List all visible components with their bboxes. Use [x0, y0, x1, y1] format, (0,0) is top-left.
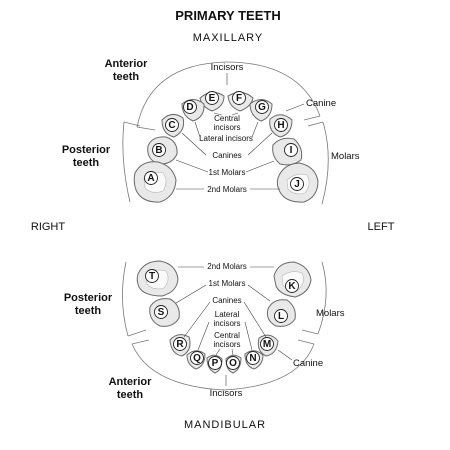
max-left-bracket [225, 61, 321, 117]
max-letter-I: I [284, 143, 298, 157]
svg-text:Q: Q [193, 353, 201, 364]
max-letter-G: G [255, 100, 269, 114]
svg-text:D: D [186, 102, 193, 113]
mand-right-bracket [223, 343, 315, 391]
svg-text:T: T [149, 271, 155, 282]
mand-letter-Q: Q [190, 351, 204, 365]
max-letter-J: J [290, 177, 304, 191]
mand-letter-T: T [145, 269, 159, 283]
svg-text:A: A [147, 173, 154, 184]
max-letter-E: E [205, 91, 219, 105]
right-side-label: RIGHT [31, 221, 66, 233]
mand-lateral-incisors-2: incisors [213, 319, 240, 328]
svg-text:L: L [278, 311, 284, 322]
max-letter-A: A [144, 171, 158, 185]
mand-molars-label: Molars [316, 308, 345, 319]
svg-text:J: J [294, 179, 300, 190]
diagram-title: PRIMARY TEETH [175, 8, 280, 23]
mand-central-incisors-1: Central [214, 331, 240, 340]
svg-text:O: O [229, 358, 237, 369]
mand-second-molars-label: 2nd Molars [207, 262, 247, 271]
svg-text:S: S [158, 307, 165, 318]
mand-posterior-bracket [122, 261, 129, 337]
maxillary-arch: Anterior teeth Posterior teeth Canine Mo… [62, 58, 360, 205]
mand-first-molars-label: 1st Molars [209, 279, 246, 288]
max-central-incisors-1: Central [214, 114, 240, 123]
svg-text:M: M [263, 339, 271, 350]
svg-text:N: N [249, 353, 256, 364]
svg-text:I: I [290, 145, 293, 156]
max-anterior-bracket [136, 61, 227, 128]
mand-canines-label: Canines [212, 296, 241, 305]
svg-text:F: F [236, 93, 242, 104]
svg-text:G: G [258, 102, 266, 113]
left-side-label: LEFT [368, 221, 395, 233]
max-incisors-label: Incisors [211, 62, 244, 73]
mand-anterior-label-2: teeth [117, 389, 144, 401]
max-letter-C: C [165, 118, 179, 132]
max-molars-label: Molars [331, 151, 360, 162]
max-posterior-bracket [122, 121, 131, 203]
max-anterior-label-1: Anterior [105, 58, 149, 70]
mand-molars-bracket [317, 261, 327, 335]
mand-canine-label: Canine [293, 358, 323, 369]
max-lateral-incisors: Lateral incisors [199, 134, 253, 143]
svg-text:R: R [176, 339, 184, 350]
mand-incisors-label: Incisors [210, 388, 243, 399]
mand-anterior-label-1: Anterior [109, 376, 153, 388]
max-posterior-label-2: teeth [73, 157, 100, 169]
max-letter-H: H [274, 118, 288, 132]
max-molars-bracket [321, 121, 329, 205]
mand-letter-M: M [260, 337, 274, 351]
mand-central-incisors-2: incisors [213, 340, 240, 349]
mand-posterior-label-2: teeth [75, 305, 102, 317]
max-canine-label: Canine [306, 98, 336, 109]
svg-text:E: E [209, 93, 216, 104]
svg-text:H: H [277, 120, 284, 131]
svg-text:P: P [212, 358, 219, 369]
mand-letter-K: K [285, 279, 299, 293]
mand-letter-R: R [173, 337, 187, 351]
max-canines-label: Canines [212, 151, 241, 160]
mandibular-arch: Posterior teeth Anterior teeth Molars Ca… [64, 260, 345, 401]
mand-posterior-label-1: Posterior [64, 292, 113, 304]
max-second-molars-label: 2nd Molars [207, 185, 247, 194]
max-central-incisors-2: incisors [213, 123, 240, 132]
maxillary-label: MAXILLARY [193, 32, 264, 44]
mandibular-label: MANDIBULAR [184, 419, 266, 431]
max-letter-F: F [232, 91, 246, 105]
mand-letter-S: S [154, 305, 168, 319]
mand-anterior-bracket [131, 343, 225, 391]
mand-letter-N: N [246, 351, 260, 365]
max-anterior-label-2: teeth [113, 71, 140, 83]
max-letter-D: D [183, 100, 197, 114]
mand-letter-L: L [274, 309, 288, 323]
max-first-molars-label: 1st Molars [209, 168, 246, 177]
svg-text:K: K [288, 281, 296, 292]
svg-text:B: B [155, 145, 162, 156]
mand-letter-O: O [226, 356, 240, 370]
mand-letter-P: P [208, 356, 222, 370]
max-posterior-label-1: Posterior [62, 144, 111, 156]
max-letter-B: B [152, 143, 166, 157]
mand-lateral-incisors-1: Lateral [215, 310, 240, 319]
svg-text:C: C [168, 120, 175, 131]
